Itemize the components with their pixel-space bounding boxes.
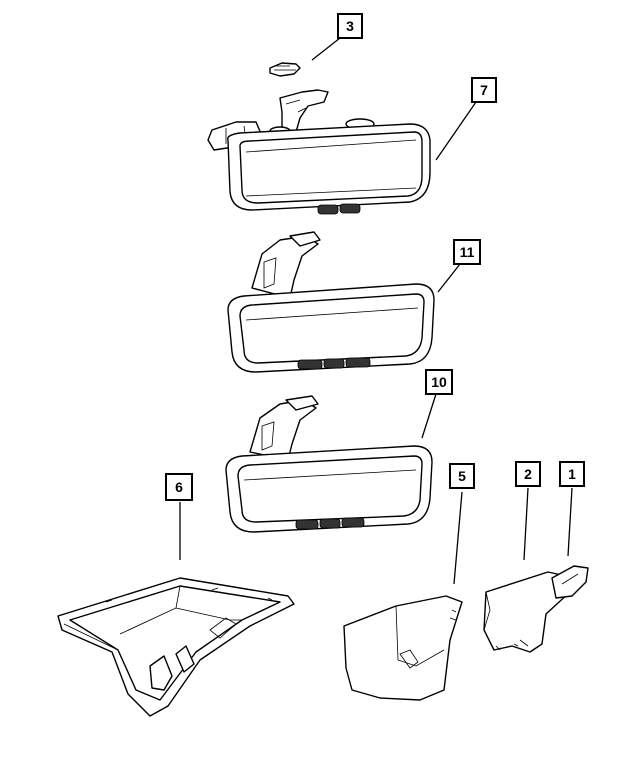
callout-11-label: 11 bbox=[460, 244, 475, 260]
leader-7 bbox=[435, 101, 477, 161]
callout-2: 2 bbox=[515, 461, 541, 487]
part-10-mirror bbox=[225, 395, 433, 533]
part-7-mirror bbox=[207, 89, 431, 215]
callout-5-label: 5 bbox=[458, 468, 466, 484]
part-11-mirror bbox=[227, 231, 435, 373]
leader-2 bbox=[523, 487, 529, 561]
callout-11: 11 bbox=[453, 239, 481, 265]
part-6-housing bbox=[57, 577, 295, 717]
callout-3-label: 3 bbox=[346, 18, 354, 34]
callout-1: 1 bbox=[559, 461, 585, 487]
leader-11 bbox=[437, 263, 461, 293]
leader-1 bbox=[567, 487, 573, 557]
callout-10-label: 10 bbox=[431, 374, 447, 390]
callout-1-label: 1 bbox=[568, 466, 576, 482]
leader-5 bbox=[453, 491, 463, 585]
callout-6: 6 bbox=[165, 473, 193, 501]
callout-7: 7 bbox=[471, 77, 497, 103]
leader-3 bbox=[311, 37, 341, 61]
callout-7-label: 7 bbox=[480, 82, 488, 98]
callout-3: 3 bbox=[337, 13, 363, 39]
callout-5: 5 bbox=[449, 463, 475, 489]
callout-10: 10 bbox=[425, 369, 453, 395]
part-5-cover bbox=[343, 595, 463, 701]
callout-2-label: 2 bbox=[524, 466, 532, 482]
leader-10 bbox=[421, 393, 437, 439]
part-3-cap bbox=[269, 62, 301, 77]
callout-6-label: 6 bbox=[175, 479, 183, 495]
part-1-cap bbox=[551, 565, 589, 599]
